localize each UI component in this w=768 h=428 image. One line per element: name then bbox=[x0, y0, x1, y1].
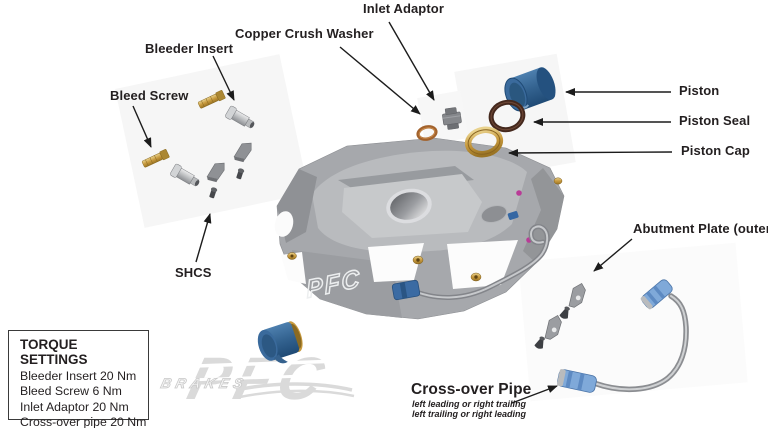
label-copper-crush-washer: Copper Crush Washer bbox=[235, 26, 374, 41]
caliper-crossover-pipe bbox=[406, 224, 550, 300]
label-cross-over-pipe: Cross-over Pipe bbox=[411, 381, 532, 398]
shcs-part bbox=[209, 187, 218, 199]
torque-setting-item: Bleeder Insert 20 Nm bbox=[20, 369, 137, 383]
label-shcs: SHCS bbox=[175, 265, 212, 280]
abutment-plate-outer-part bbox=[544, 314, 562, 340]
brass-fittings bbox=[287, 177, 563, 282]
caliper-blue-fitting bbox=[391, 279, 421, 301]
arrow-piston-cap bbox=[508, 148, 673, 157]
piston-cap-part bbox=[464, 126, 504, 158]
pfc-brakes-watermark: PFC BRAKES bbox=[159, 345, 355, 412]
loose-piston-part bbox=[257, 321, 303, 364]
background-patches bbox=[115, 53, 748, 402]
torque-settings-title: TORQUE SETTINGS bbox=[20, 337, 88, 367]
cross-over-pipe-part bbox=[557, 279, 689, 393]
arrow-bleeder-insert bbox=[212, 55, 235, 101]
arrow-copper-crush-washer bbox=[339, 46, 421, 115]
bleed-screw-part bbox=[197, 90, 226, 109]
label-cross-over-pipe-note-2: left trailing or right leading bbox=[412, 409, 527, 419]
shcs-part bbox=[534, 336, 545, 349]
abutment-plate-outer-part bbox=[568, 282, 586, 308]
caliper-body: PFC bbox=[274, 137, 565, 320]
arrow-shcs bbox=[195, 213, 212, 263]
torque-setting-item: Inlet Adaptor 20 Nm bbox=[20, 399, 129, 414]
label-cross-over-pipe-note-1: left leading or right trailing bbox=[412, 399, 527, 409]
label-piston-cap: Piston Cap bbox=[681, 143, 750, 158]
copper-crush-washer-part bbox=[416, 125, 438, 141]
shcs-part bbox=[236, 168, 245, 180]
leader-arrows bbox=[132, 21, 673, 404]
label-piston-seal: Piston Seal bbox=[679, 113, 751, 128]
bleeder-insert-part bbox=[225, 105, 255, 129]
label-bleed-screw: Bleed Screw bbox=[110, 88, 189, 103]
abutment-plate-inner-part bbox=[206, 162, 225, 183]
bleeder-insert-part bbox=[170, 163, 200, 187]
label-abutment-plate-outer: Abutment Plate (outer) bbox=[633, 221, 768, 236]
abutment-plate-inner-part bbox=[233, 142, 252, 163]
arrow-bleed-screw bbox=[132, 105, 152, 148]
label-bleeder-insert: Bleeder Insert bbox=[145, 41, 234, 56]
shcs-part bbox=[559, 306, 570, 319]
label-inlet-adaptor: Inlet Adaptor bbox=[363, 1, 444, 16]
piston-seal-part bbox=[488, 99, 526, 133]
inlet-adaptor-part bbox=[442, 107, 462, 130]
torque-setting-item: Bleed Screw 6 Nm bbox=[20, 384, 122, 399]
arrow-abutment-plate bbox=[593, 238, 633, 272]
torque-settings-box: TORQUE SETTINGS Bleeder Insert 20 Nm Ble… bbox=[8, 330, 149, 428]
bleed-screw-part bbox=[141, 149, 170, 168]
arrow-inlet-adaptor bbox=[388, 21, 435, 101]
watermark-sub-text: BRAKES bbox=[159, 376, 249, 392]
arrow-cross-over-pipe bbox=[511, 385, 558, 404]
label-piston: Piston bbox=[679, 83, 720, 98]
torque-setting-item: Cross-over pipe 20 Nm bbox=[20, 414, 147, 428]
